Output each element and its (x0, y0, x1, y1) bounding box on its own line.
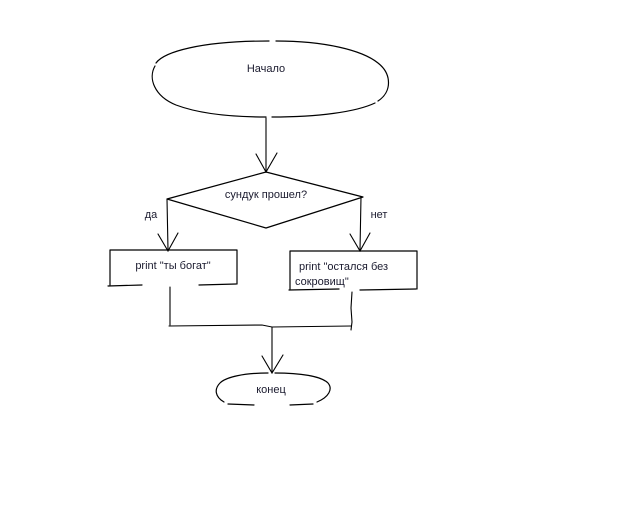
node-process-yes[interactable]: print "ты богат" (107, 249, 238, 287)
edge-start-to-decision (255, 117, 278, 174)
decision-label: сундук прошел? (225, 189, 307, 201)
node-start[interactable]: Начало (151, 40, 390, 118)
merge-stem-right (350, 291, 353, 331)
merge-bar (168, 324, 352, 328)
process-no-shape-bottom-left (288, 288, 340, 291)
process-yes-label: print "ты богат" (135, 260, 210, 272)
edge-label-yes: да (145, 209, 158, 221)
end-ellipse-shape-left-bottom (227, 403, 255, 406)
process-yes-shape-bottom-right (198, 283, 237, 286)
node-decision[interactable]: сундук прошел? (166, 171, 364, 229)
edge-yes-line (166, 198, 169, 251)
decision-diamond-shape (166, 171, 364, 229)
process-no-label-line2: сокровищ" (295, 276, 349, 288)
edge-no-line (359, 196, 362, 251)
edge-label-no: нет (371, 209, 388, 221)
end-ellipse-shape-right-bottom (289, 403, 314, 406)
end-label: конец (256, 384, 286, 396)
edge-merge-to-end (261, 326, 284, 375)
node-process-no[interactable]: print "остался без сокровищ" (288, 250, 418, 291)
process-yes-shape (109, 249, 238, 286)
process-no-shape-bottom-right (359, 288, 417, 291)
end-ellipse-shape-top (215, 372, 269, 403)
edge-decision-yes: да (145, 198, 179, 253)
edge-merge-to-end-arrowhead (261, 354, 284, 375)
edge-yes-arrowhead (157, 232, 179, 253)
process-no-shape (289, 250, 418, 290)
start-ellipse-shape-c (271, 102, 376, 118)
edge-decision-no: нет (349, 196, 388, 253)
process-yes-shape-bottom-left (107, 284, 143, 287)
start-label: Начало (247, 63, 285, 75)
end-ellipse-shape-right (274, 372, 331, 403)
merge-connector (168, 286, 353, 331)
start-ellipse-shape-b (151, 65, 267, 118)
start-ellipse-shape (155, 40, 270, 64)
process-no-label-line1: print "остался без (299, 261, 388, 273)
node-end[interactable]: конец (215, 372, 331, 406)
start-ellipse-shape-d (275, 40, 390, 102)
